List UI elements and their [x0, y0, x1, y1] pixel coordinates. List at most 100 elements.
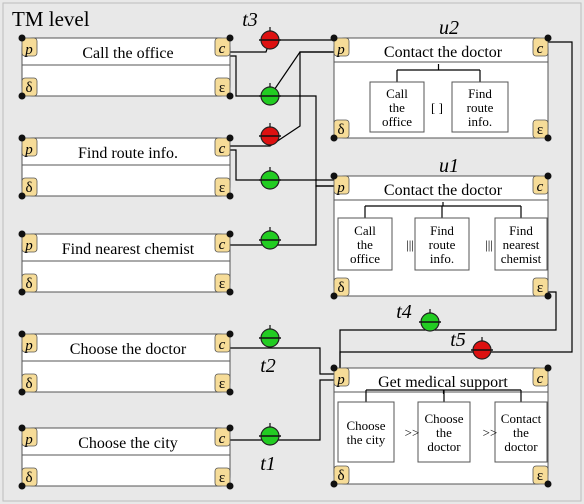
operator-symbol: >> — [405, 425, 420, 440]
epsilon-tab-label: ε — [537, 122, 543, 138]
p-tab — [333, 37, 350, 57]
corner-dot — [330, 172, 338, 180]
epsilon-tab-label: ε — [219, 470, 225, 486]
transition-tD[interactable] — [259, 227, 281, 250]
transition-tC[interactable] — [259, 167, 281, 190]
transition-label: t5 — [450, 329, 466, 351]
subtask-label: chemist — [501, 251, 542, 266]
p-tab — [333, 175, 350, 195]
subtask-label: Find — [509, 223, 533, 238]
subtask-box — [337, 401, 395, 463]
diagram-title: TM level — [12, 7, 90, 31]
subtask-label: Call — [386, 86, 408, 101]
epsilon-tab — [214, 467, 231, 487]
c-tab — [214, 137, 231, 157]
corner-dot — [226, 34, 234, 42]
subtask-label: info. — [430, 251, 454, 266]
transitions: t3 t2 t1 t4 t5 — [242, 9, 493, 475]
subtask-label: doctor — [427, 439, 461, 454]
corner-dot — [18, 134, 26, 142]
transition-t3[interactable]: t3 — [242, 9, 281, 50]
corner-dot — [18, 330, 26, 338]
c-tab — [532, 37, 549, 57]
transition-t5[interactable]: t5 — [450, 329, 493, 360]
task-box-frame — [21, 37, 231, 97]
delta-tab-label: δ — [25, 470, 32, 486]
corner-dot — [226, 288, 234, 296]
task-label: Choose the city — [78, 435, 178, 452]
corner-dot — [544, 172, 552, 180]
subtask-label: Contact — [501, 411, 542, 426]
delta-tab — [333, 119, 350, 139]
delta-tab-label: δ — [25, 276, 32, 292]
epsilon-tab — [214, 373, 231, 393]
transition-label: t4 — [396, 301, 412, 323]
corner-dot — [330, 364, 338, 372]
transition-tA[interactable] — [259, 83, 281, 106]
epsilon-tab — [214, 177, 231, 197]
corner-dot — [226, 230, 234, 238]
corner-dot — [330, 480, 338, 488]
corner-dot — [544, 34, 552, 42]
c-tab-label: c — [219, 141, 226, 157]
c-tab — [214, 37, 231, 57]
delta-tab-label: δ — [337, 280, 344, 296]
epsilon-tab-label: ε — [219, 276, 225, 292]
task-box-frame — [21, 233, 231, 293]
subtask-label: doctor — [504, 439, 538, 454]
wire-city-to-t1 — [230, 379, 334, 441]
c-tab-label: c — [219, 337, 226, 353]
epsilon-tab — [532, 119, 549, 139]
p-tab — [333, 367, 350, 387]
delta-tab-label: δ — [25, 376, 32, 392]
delta-tab-label: δ — [337, 468, 344, 484]
subtask-box — [417, 401, 471, 463]
connection-wires — [230, 39, 573, 441]
subtask-label: route — [429, 237, 456, 252]
corner-dot — [226, 482, 234, 490]
subtask-label: info. — [468, 114, 492, 129]
transition-label: t2 — [260, 355, 276, 377]
c-tab-label: c — [537, 371, 544, 387]
transition-t2[interactable]: t2 — [259, 325, 281, 377]
corner-dot — [18, 192, 26, 200]
transition-label: t1 — [260, 453, 276, 475]
task-box-frame — [21, 427, 231, 487]
delta-tab — [21, 467, 38, 487]
c-tab-label: c — [537, 179, 544, 195]
corner-dot — [544, 364, 552, 372]
operator-symbol: >> — [483, 425, 498, 440]
unit-label: u2 — [439, 17, 459, 39]
p-tab — [21, 233, 38, 253]
subtask-label: Call — [354, 223, 376, 238]
task-label: Find nearest chemist — [62, 241, 195, 258]
operator-symbol: ||| — [485, 237, 493, 252]
transition-t1[interactable]: t1 — [259, 423, 281, 475]
p-tab — [21, 427, 38, 447]
corner-dot — [18, 482, 26, 490]
p-tab — [21, 333, 38, 353]
wire-u1-to-t4 — [339, 291, 557, 368]
c-tab-label: c — [219, 41, 226, 57]
unit-label: u1 — [439, 155, 459, 177]
corner-dot — [544, 292, 552, 300]
transition-tB[interactable] — [259, 123, 281, 146]
corner-dot — [226, 92, 234, 100]
corner-dot — [226, 424, 234, 432]
transition-t4[interactable]: t4 — [396, 301, 441, 332]
epsilon-tab-label: ε — [219, 376, 225, 392]
c-tab — [532, 367, 549, 387]
composite-label: Contact the doctor — [384, 182, 503, 199]
p-tab-label: p — [24, 432, 33, 448]
p-tab-label: p — [24, 42, 33, 58]
subtask-label: the — [436, 425, 452, 440]
p-tab — [21, 137, 38, 157]
